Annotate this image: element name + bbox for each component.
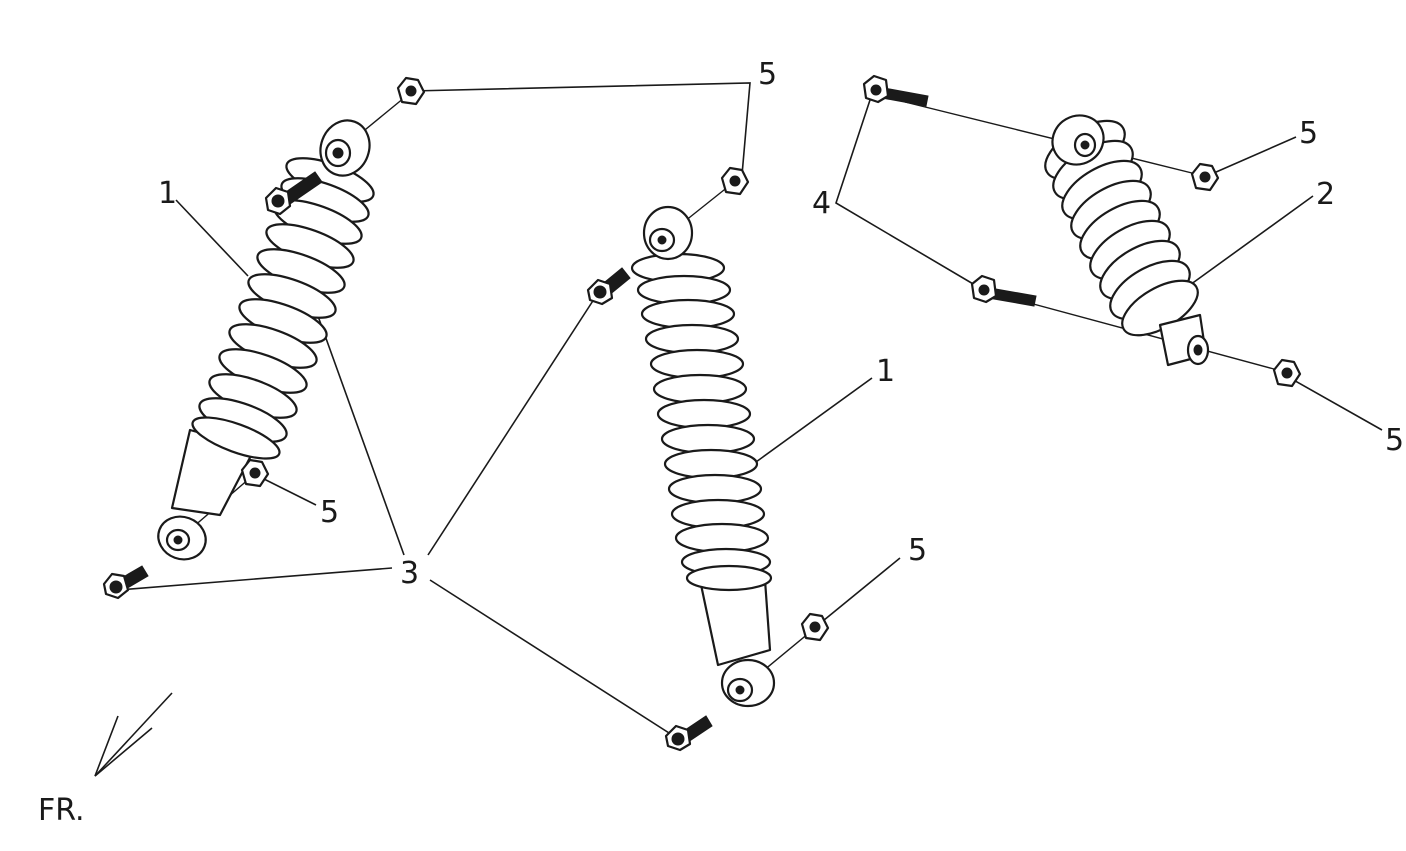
callout-5-left: 5 (320, 495, 339, 530)
callout-1-mid: 1 (876, 354, 895, 389)
nut-top-mid (720, 166, 750, 196)
bolts (102, 74, 1037, 752)
callout-labels: 5 5 2 4 1 1 5 5 3 5 FR. (38, 57, 1404, 828)
front-direction-arrow-icon (94, 692, 173, 777)
nut-left-lower (240, 458, 270, 488)
callout-1-left: 1 (158, 176, 177, 211)
nut-mid-lower (800, 612, 830, 642)
callout-5-right-top: 5 (1299, 116, 1318, 151)
shock-absorber-middle (630, 205, 776, 708)
callout-5-mid: 5 (908, 533, 927, 568)
callout-4: 4 (812, 186, 831, 221)
direction-label: FR. (38, 793, 85, 828)
shock-absorber-left (157, 119, 375, 561)
callout-5-top: 5 (758, 57, 777, 92)
nut-right-top (1190, 162, 1220, 192)
nut-right-bottom (1272, 358, 1302, 388)
callout-5-right-bottom: 5 (1385, 423, 1404, 458)
callout-2: 2 (1316, 177, 1335, 212)
shock-absorber-right (1044, 114, 1210, 367)
nuts (240, 76, 1302, 642)
callout-3: 3 (400, 556, 419, 591)
nut-top-left (396, 76, 426, 106)
